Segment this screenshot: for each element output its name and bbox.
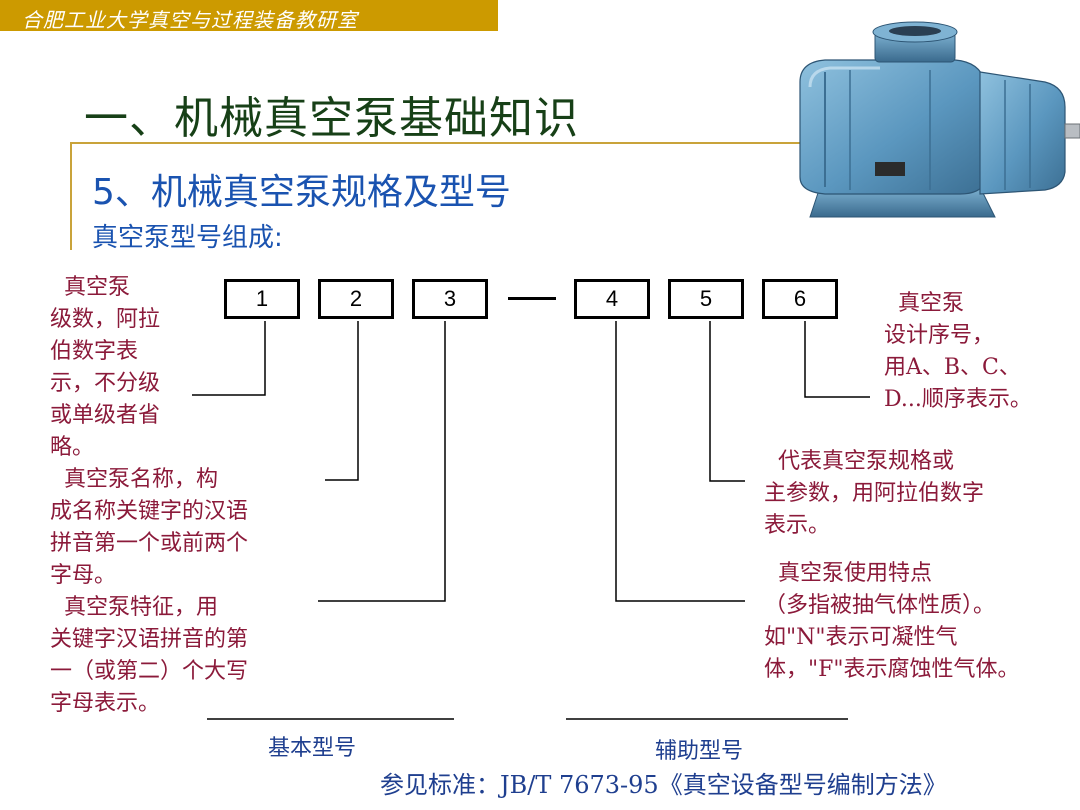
header-bar: 合肥工业大学真空与过程装备教研室 (0, 0, 498, 32)
connector-2 (325, 321, 359, 481)
header-institution: 合肥工业大学真空与过程装备教研室 (22, 8, 358, 32)
connector-6 (804, 321, 870, 398)
connector-1 (192, 321, 266, 396)
connector-5 (709, 321, 745, 482)
model-box-5: 5 (668, 279, 744, 319)
model-box-1: 1 (224, 279, 300, 319)
standard-reference: 参见标准：JB/T 7673-95《真空设备型号编制方法》 (380, 771, 947, 799)
desc-design-seq: 真空泵 设计序号， 用A、B、C、 D...顺序表示。 (884, 291, 1032, 412)
model-box-6: 6 (762, 279, 838, 319)
connector-4 (615, 321, 745, 602)
desc-pump-name: 真空泵名称，构 成名称关键字的汉语 拼音第一个或前两个 字母。 (50, 467, 249, 588)
desc-stage-count: 真空泵 级数，阿拉 伯数字表 示，不分级 或单级者省 略。 (50, 275, 161, 460)
model-box-3: 3 (412, 279, 488, 319)
model-box-4: 4 (574, 279, 650, 319)
desc-usage: 真空泵使用特点 （多指被抽气体性质）。 如"N"表示可凝性气 体，"F"表示腐蚀… (764, 561, 1020, 682)
page-title: 一、机械真空泵基础知识 (84, 93, 579, 144)
desc-pump-feature: 真空泵特征，用 关键字汉语拼音的第 一（或第二）个大写 字母表示。 (50, 595, 249, 716)
auxiliary-model-label: 辅助型号 (655, 739, 744, 764)
section-subheading: 真空泵型号组成: (92, 223, 283, 253)
title-underline (70, 142, 802, 144)
title-left-bar (70, 142, 72, 250)
desc-spec: 代表真空泵规格或 主参数，用阿拉伯数字 表示。 (764, 449, 985, 538)
model-box-2: 2 (318, 279, 394, 319)
connector-3 (318, 321, 446, 602)
model-dash (508, 297, 556, 300)
section-title: 5、机械真空泵规格及型号 (92, 172, 511, 213)
roots-pump-image (799, 21, 1080, 218)
basic-model-label: 基本型号 (268, 736, 357, 761)
